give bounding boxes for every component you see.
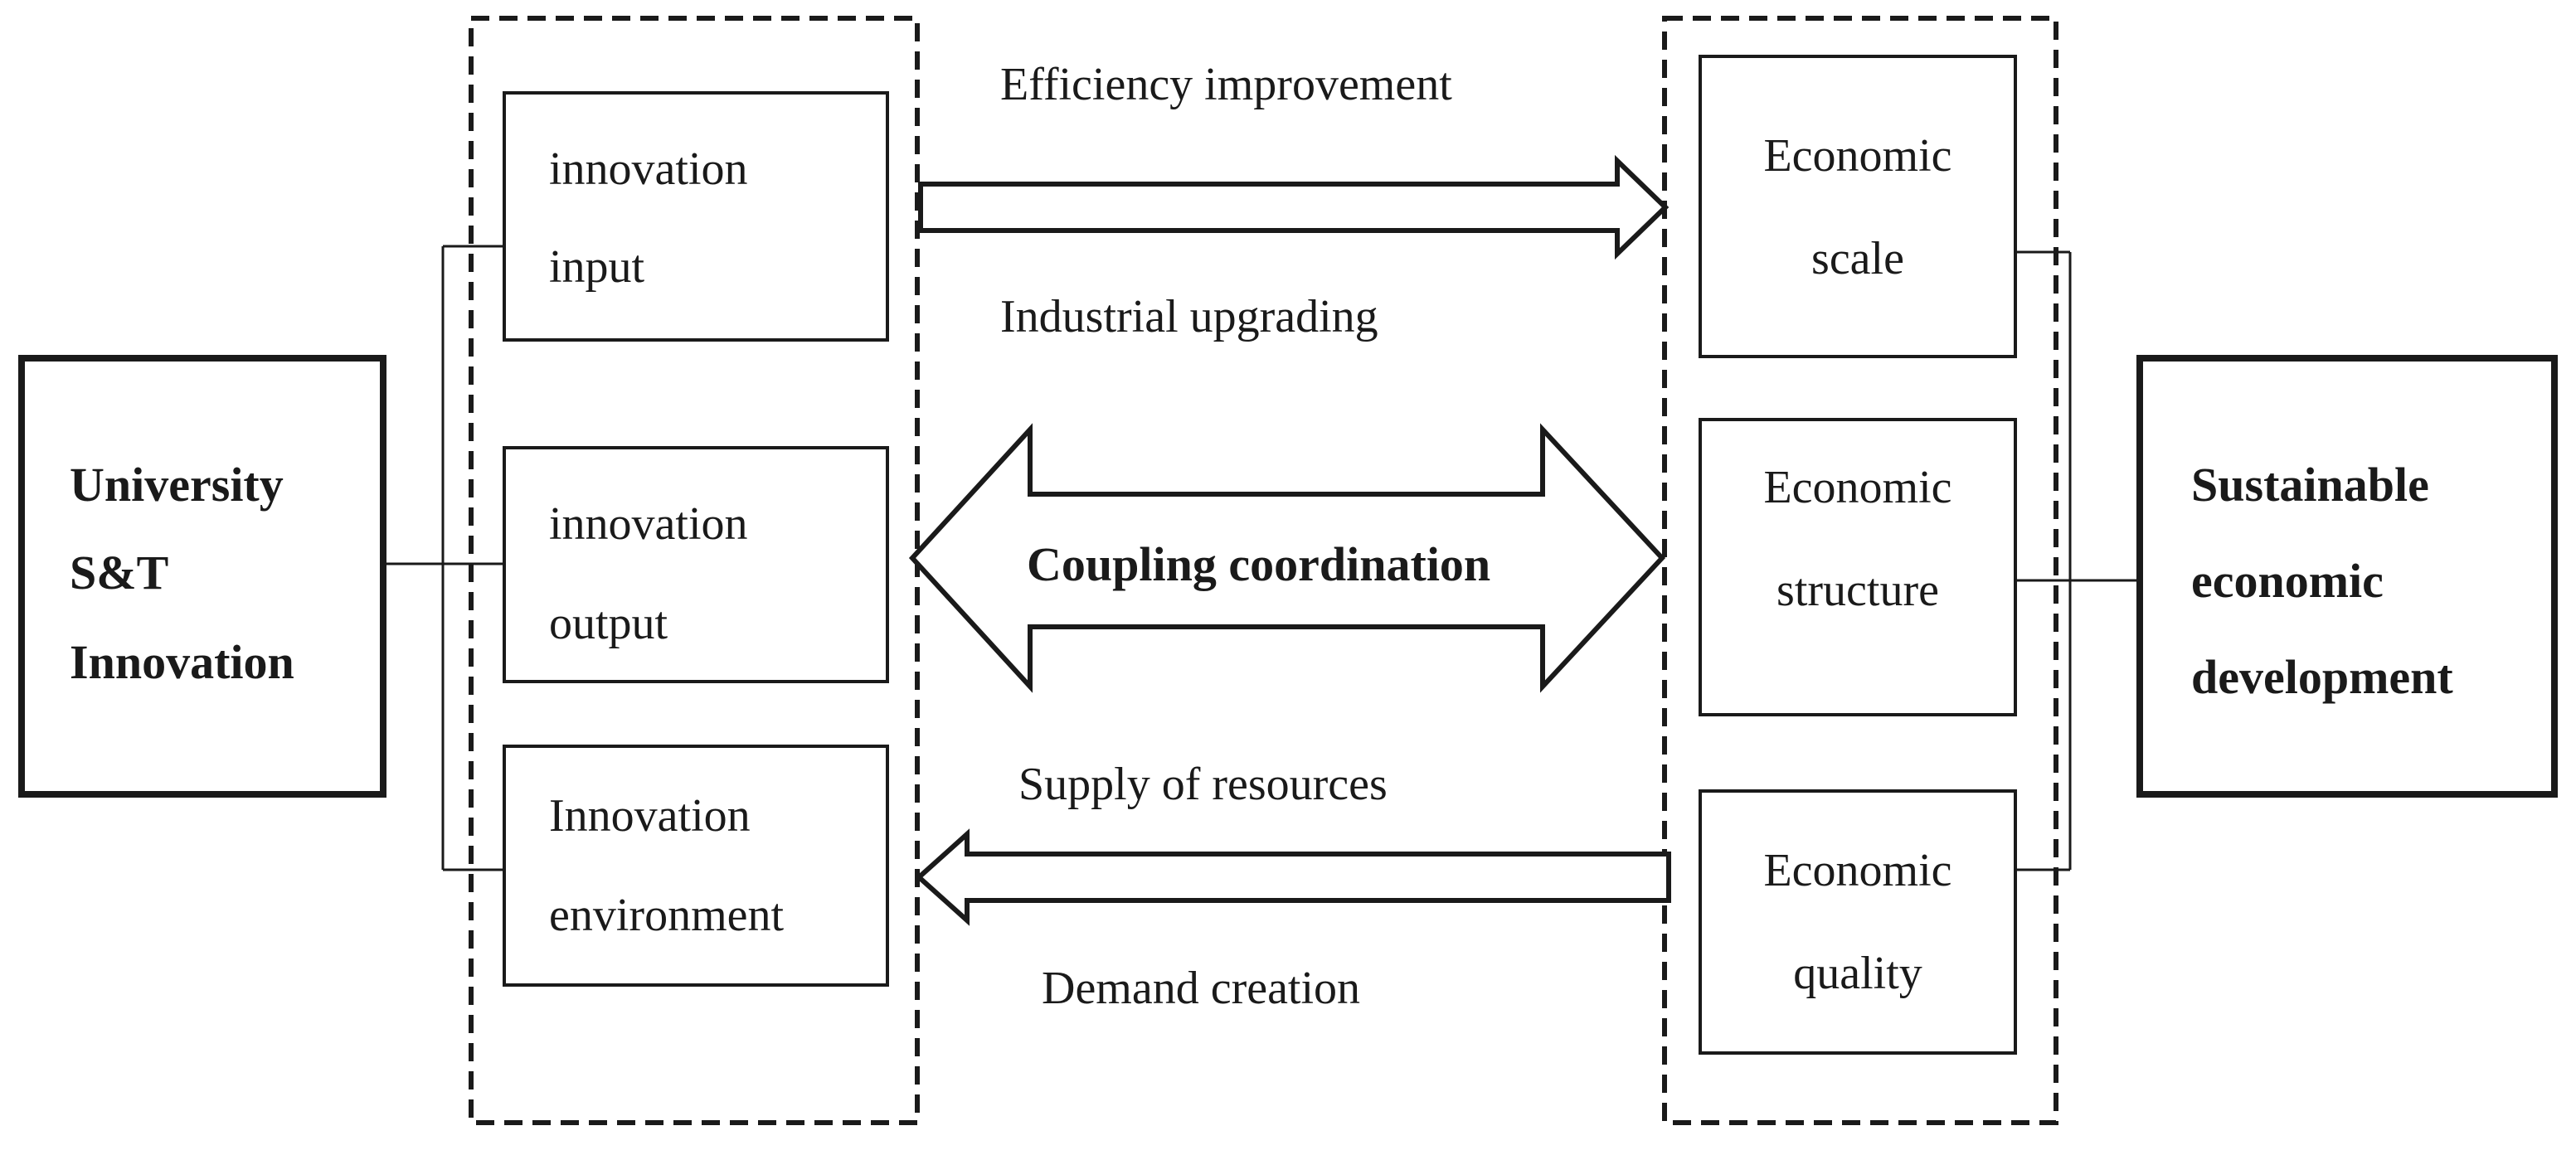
left-arrow — [915, 828, 1671, 926]
right-group-dashed-container — [1662, 16, 2058, 1125]
innovation-environment-box — [503, 745, 889, 987]
economic-scale-box — [1699, 55, 2017, 358]
coupling-coordination-label: Coupling coordination — [1027, 537, 1490, 591]
economic-quality-label-2: quality — [1793, 948, 1922, 999]
economic-structure-label-2: structure — [1776, 565, 1939, 616]
right-main-box — [2136, 355, 2558, 798]
industrial-upgrading-label: Industrial upgrading — [1000, 291, 1378, 342]
left-bracket-connector — [383, 245, 504, 871]
double-arrow — [908, 423, 1666, 693]
right-main-label-2: economic — [2191, 554, 2384, 608]
right-main-label-3: development — [2191, 650, 2453, 704]
innovation-input-label-2: input — [549, 241, 645, 293]
efficiency-improvement-label: Efficiency improvement — [1000, 59, 1452, 110]
innovation-environment-label-2: environment — [549, 890, 784, 941]
left-main-label-1: University — [70, 458, 284, 512]
innovation-input-label-1: innovation — [549, 143, 748, 195]
innovation-environment-label-1: Innovation — [549, 790, 751, 842]
economic-quality-box — [1699, 789, 2017, 1055]
economic-quality-label-1: Economic — [1763, 845, 1951, 896]
innovation-output-label-1: innovation — [549, 498, 748, 550]
supply-of-resources-label: Supply of resources — [1018, 759, 1388, 810]
innovation-output-label-2: output — [549, 598, 668, 649]
economic-structure-box — [1699, 418, 2017, 716]
right-arrow — [918, 154, 1670, 260]
left-main-label-2: S&T — [70, 546, 168, 599]
left-main-label-3: Innovation — [70, 635, 294, 689]
economic-scale-label-2: scale — [1811, 233, 1904, 284]
demand-creation-label: Demand creation — [1042, 963, 1360, 1014]
left-group-dashed-container — [469, 16, 920, 1125]
economic-structure-label-1: Economic — [1763, 462, 1951, 513]
right-bracket-connector — [2015, 250, 2140, 871]
economic-scale-label-1: Economic — [1763, 130, 1951, 182]
innovation-input-box — [503, 91, 889, 342]
right-main-label-1: Sustainable — [2191, 458, 2429, 512]
left-main-box — [18, 355, 386, 798]
